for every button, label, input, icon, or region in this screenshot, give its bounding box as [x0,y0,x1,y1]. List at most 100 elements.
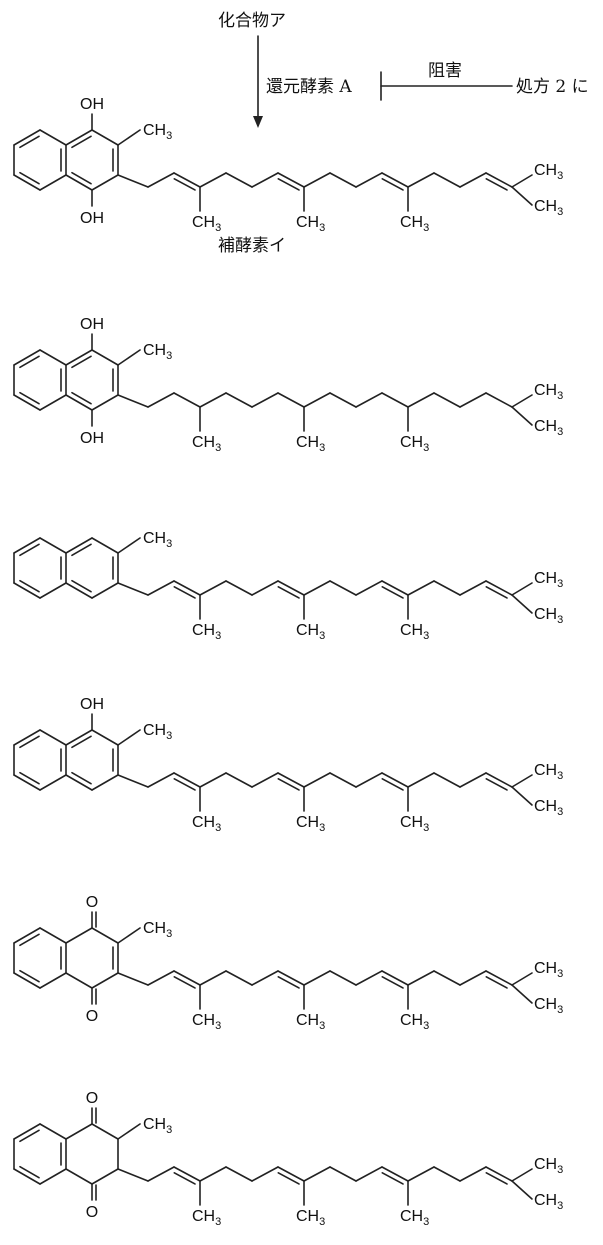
ring-bond [91,537,119,554]
chain-bond [173,772,201,788]
chain-bond [485,580,513,596]
aromatic-inner-bond [19,771,40,785]
chain-bond [199,970,227,986]
benzene-bond [13,582,41,599]
ring-bond [65,349,93,366]
chain-bond [459,392,487,408]
ring-bond [91,174,119,191]
ring-methyl-label: CH3 [143,1116,172,1136]
benzene-bond [39,394,67,411]
ring-bond [65,972,93,989]
chain-bond [303,392,331,408]
terminal-methyl-label: CH3 [534,798,563,818]
chain-bond [433,580,461,596]
chain-double-bond [381,178,404,191]
hydroxyl-label: OH [80,210,104,227]
aromatic-inner-bond [19,355,40,369]
chain-bond [459,970,487,986]
chain-bond [117,1168,149,1182]
benzene-bond [39,774,67,791]
aromatic-inner-bond [71,771,92,785]
chain-bond [433,970,461,986]
terminal-bond [511,1168,533,1182]
terminal-methyl-label: CH3 [534,960,563,980]
aromatic-inner-bond [71,391,92,405]
chain-bond [407,1166,435,1182]
chain-double-bond [173,586,196,599]
benzene-bond [39,1123,67,1140]
aromatic-inner-bond [19,543,40,557]
chain-bond [459,172,487,188]
ring-bond [65,1123,93,1140]
chain-bond [381,172,409,188]
chain-double-bond [173,976,196,989]
terminal-bond [511,1180,533,1200]
chain-bond [485,970,513,986]
chain-double-bond [173,178,196,191]
chain-bond [303,1166,331,1182]
ring-bond [91,349,119,366]
ring-bond [65,927,93,944]
chain-double-bond [485,178,508,191]
chain-methyl-label: CH3 [400,814,429,834]
chain-methyl-label: CH3 [400,1208,429,1228]
chain-double-bond [485,1172,508,1185]
ring-bond [91,394,119,411]
ring-bond [91,729,119,746]
chain-bond [329,772,357,788]
chain-bond [251,580,279,596]
chain-bond [251,392,279,408]
benzene-bond [39,537,67,554]
ring-bond [65,174,93,191]
benzene-bond [13,729,41,746]
benzene-bond [39,582,67,599]
chain-methyl-label: CH3 [192,622,221,642]
chain-bond [117,774,149,788]
chain-double-bond [485,586,508,599]
ring-methyl-label: CH3 [143,342,172,362]
chain-bond [433,772,461,788]
ring-bond [91,1123,119,1140]
oxygen-label: O [86,894,98,911]
ring-bond [91,927,119,944]
ring-methyl-label: CH3 [143,920,172,940]
benzene-bond [13,129,41,146]
methyl-bond [117,537,141,554]
prescription-label: 処方 2 に [516,77,589,97]
ring-bond [91,972,119,989]
chain-bond [485,1166,513,1182]
chain-double-bond [277,976,300,989]
ring-bond [65,729,93,746]
chain-methyl-label: CH3 [192,1012,221,1032]
chain-double-bond [381,778,404,791]
chain-bond [381,772,409,788]
terminal-bond [511,972,533,986]
hydroxyl-label: OH [80,316,104,333]
chain-methyl-label: CH3 [296,1208,325,1228]
chain-bond [199,392,227,408]
terminal-bond [511,406,533,426]
terminal-bond [511,594,533,614]
chain-bond [407,772,435,788]
hydroxyl-label: OH [80,430,104,447]
terminal-bond [511,774,533,788]
chain-bond [329,172,357,188]
benzene-bond [13,174,41,191]
terminal-bond [511,786,533,806]
chain-bond [433,1166,461,1182]
ring-methyl-label: CH3 [143,122,172,142]
ring-bond [65,1168,93,1185]
chain-bond [225,172,253,188]
terminal-methyl-label: CH3 [534,162,563,182]
pathway-arrow [253,35,263,128]
chain-bond [407,172,435,188]
benzene-bond [13,774,41,791]
chain-bond [147,172,175,188]
ring-bond [65,582,93,599]
chain-double-bond [381,586,404,599]
